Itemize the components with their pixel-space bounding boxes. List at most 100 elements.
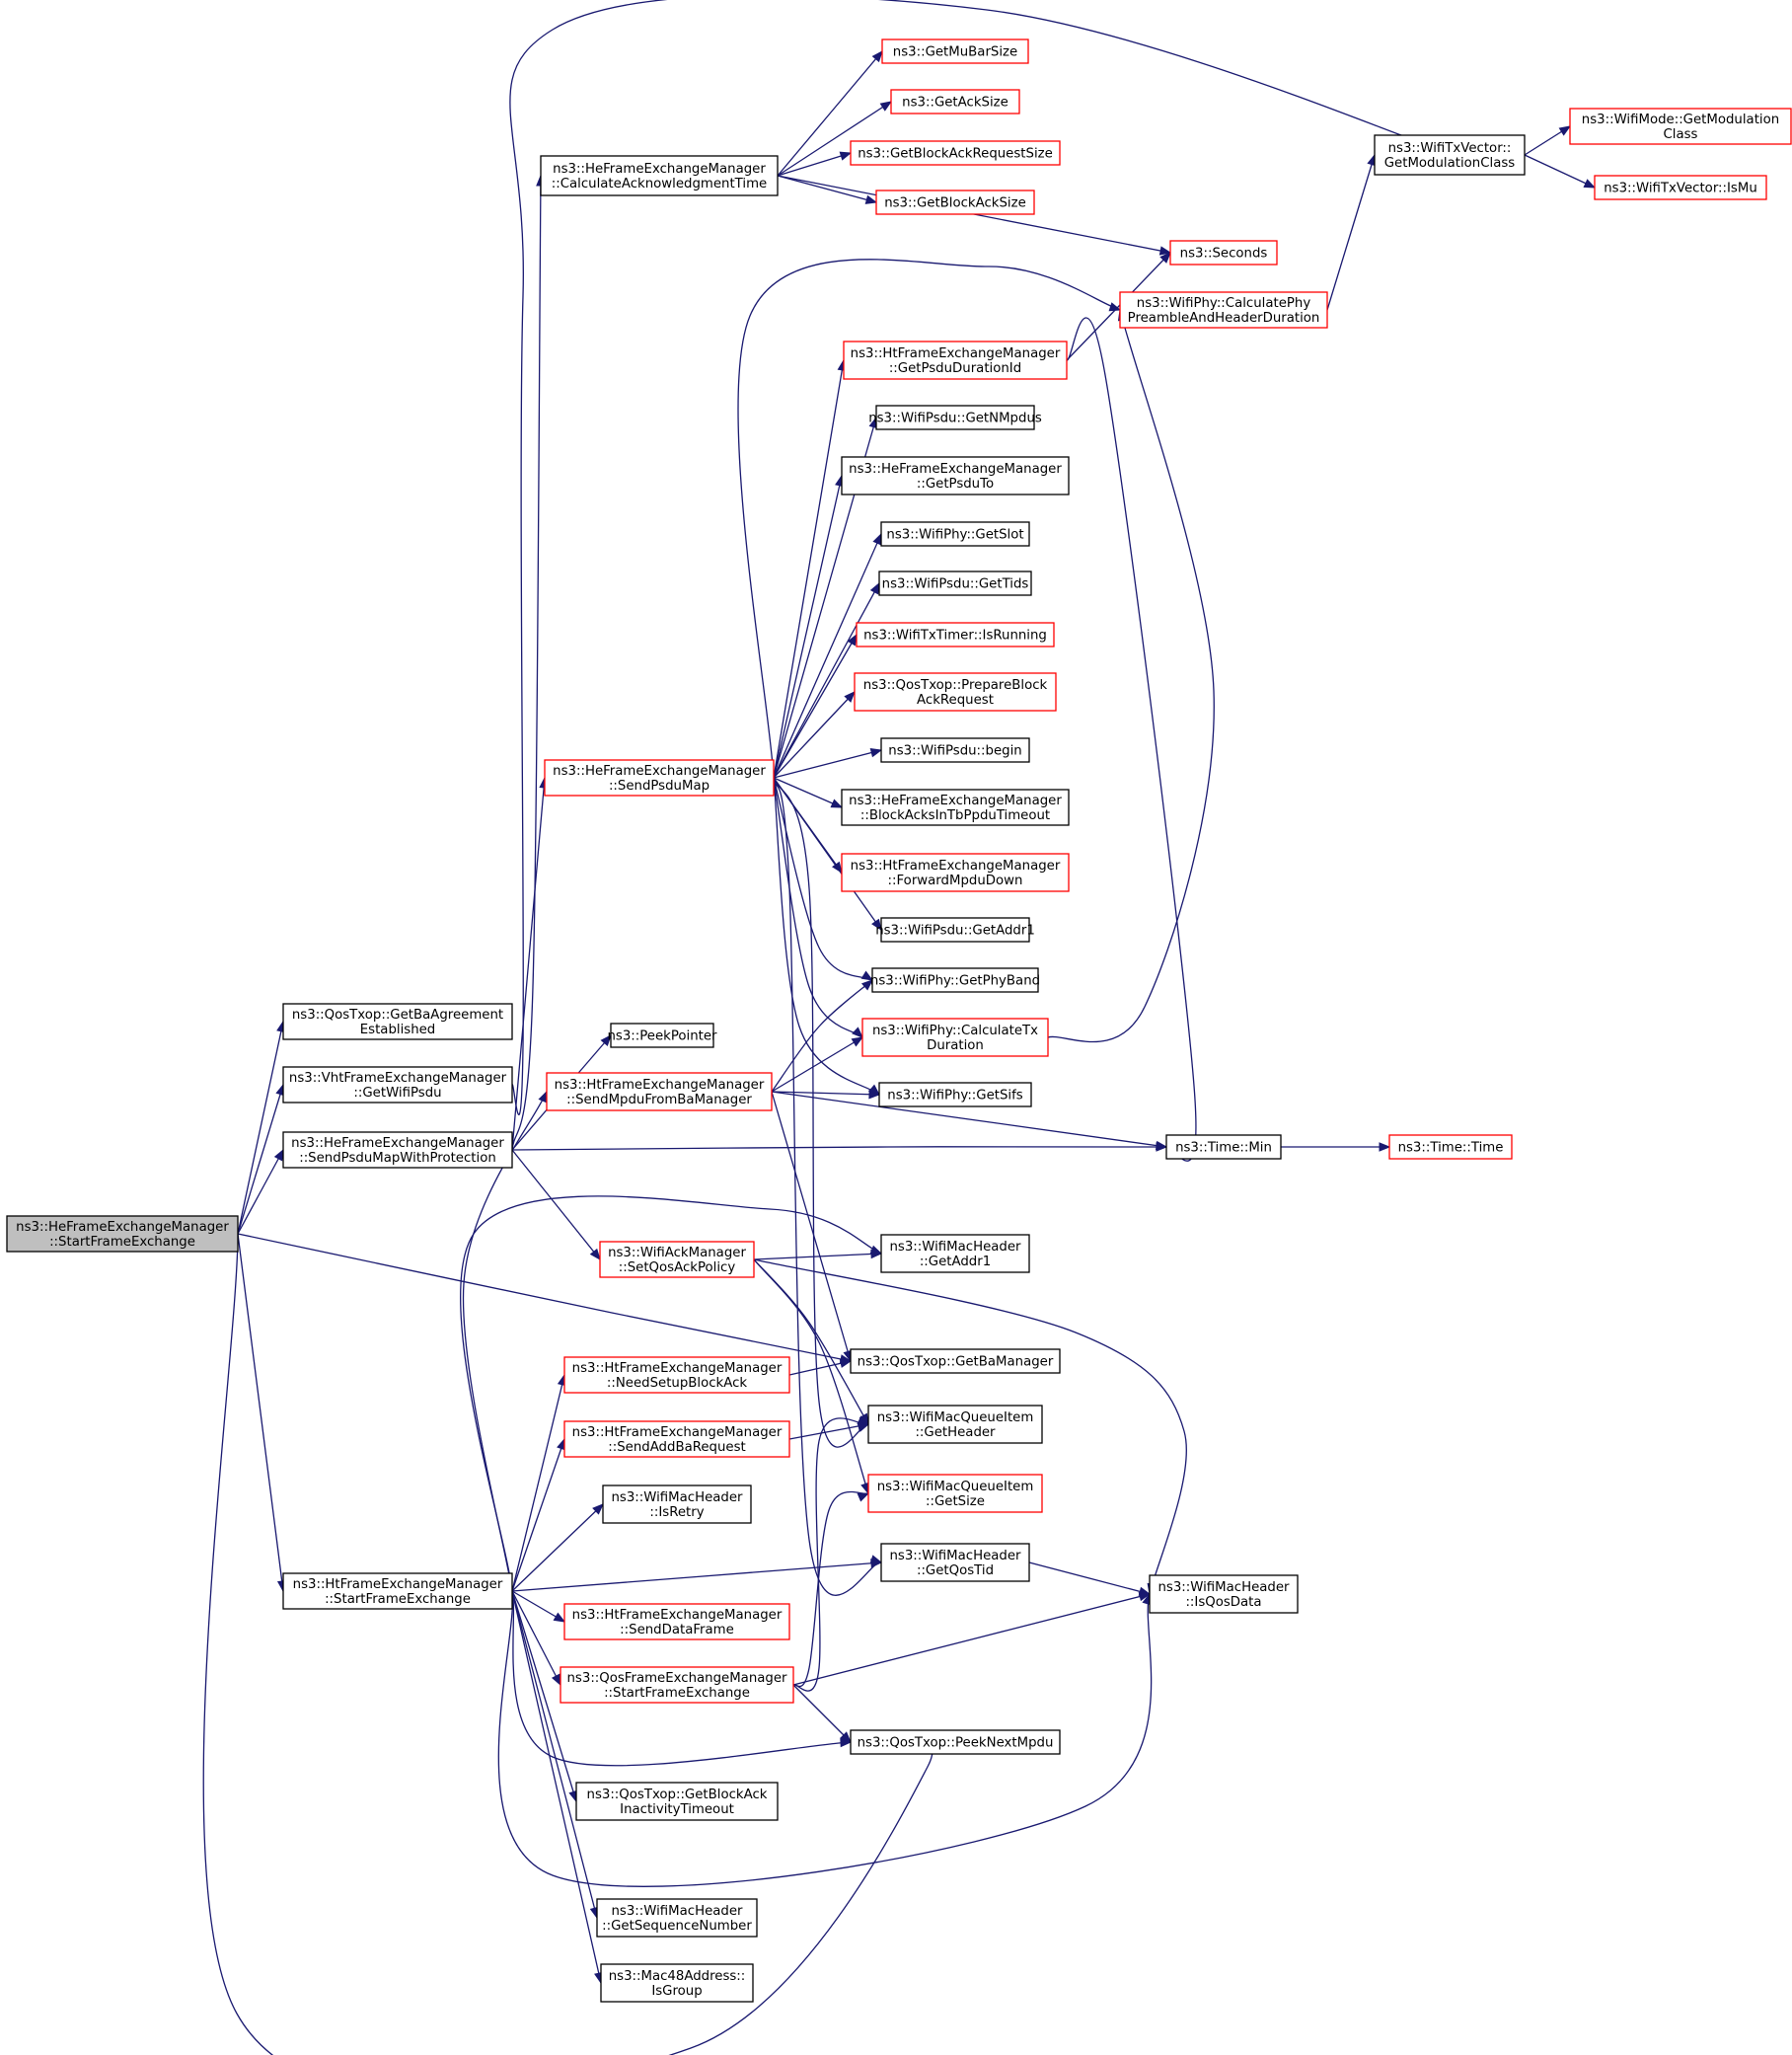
node-box-txv_ismu[interactable]	[1594, 175, 1767, 200]
node-getacksize[interactable]: ns3::GetAckSize	[890, 89, 1020, 114]
node-box-seconds[interactable]	[1169, 240, 1278, 266]
node-he_sendpsdumap[interactable]: ns3::HeFrameExchangeManager::SendPsduMap	[544, 759, 775, 797]
node-ht_getpsdudur[interactable]: ns3::HtFrameExchangeManager::GetPsduDura…	[843, 341, 1068, 380]
node-mac48_isgroup[interactable]: ns3::Mac48Address::IsGroup	[600, 1963, 754, 2003]
node-phy_getsifs[interactable]: ns3::WifiPhy::GetSifs	[878, 1082, 1032, 1107]
node-peekpointer[interactable]: ns3::PeekPointer	[607, 1023, 717, 1048]
node-box-he_calcack[interactable]	[540, 155, 779, 196]
node-ack_setqosackpolicy[interactable]: ns3::WifiAckManager::SetQosAckPolicy	[599, 1241, 755, 1278]
node-box-peekpointer[interactable]	[610, 1023, 714, 1048]
node-qos_startfe[interactable]: ns3::QosFrameExchangeManager::StartFrame…	[560, 1666, 794, 1704]
node-box-mac48_isgroup[interactable]	[600, 1963, 754, 2003]
node-box-psdu_getnmpdus[interactable]	[875, 405, 1035, 430]
node-box-getacksize[interactable]	[890, 89, 1020, 114]
node-he_baintbppdu[interactable]: ns3::HeFrameExchangeManager::BlockAcksIn…	[841, 789, 1070, 826]
node-phy_getphyband[interactable]: ns3::WifiPhy::GetPhyBand	[870, 967, 1040, 993]
node-box-mach_getaddr1[interactable]	[880, 1234, 1030, 1273]
node-getmubarsize[interactable]: ns3::GetMuBarSize	[881, 38, 1029, 64]
node-box-ht_fwdmpdu[interactable]	[841, 853, 1070, 892]
node-seconds[interactable]: ns3::Seconds	[1169, 240, 1278, 266]
node-phy_calcpreamble[interactable]: ns3::WifiPhy::CalculatePhyPreambleAndHea…	[1119, 291, 1328, 329]
node-box-he_sendpsdumapwp[interactable]	[282, 1131, 513, 1169]
node-box-getbasize[interactable]	[875, 190, 1035, 215]
node-box-ht_needsetupba[interactable]	[563, 1356, 790, 1394]
node-box-he_getpsduto[interactable]	[841, 456, 1070, 495]
node-mach_isqosdata[interactable]: ns3::WifiMacHeader::IsQosData	[1149, 1574, 1299, 1614]
node-box-ack_setqosackpolicy[interactable]	[599, 1241, 755, 1278]
node-vht_getwifipsdu[interactable]: ns3::VhtFrameExchangeManager::GetWifiPsd…	[282, 1066, 513, 1104]
node-getbasize[interactable]: ns3::GetBlockAckSize	[875, 190, 1035, 215]
node-box-ht_sendmpdufromba[interactable]	[546, 1072, 773, 1111]
node-mqi_getsize[interactable]: ns3::WifiMacQueueItem::GetSize	[867, 1474, 1043, 1513]
node-box-qos_getbaagr[interactable]	[282, 1003, 513, 1040]
node-box-mach_getqostid[interactable]	[880, 1543, 1030, 1582]
node-box-ht_sendaddba[interactable]	[563, 1420, 790, 1458]
node-box-getbarsize[interactable]	[850, 140, 1061, 166]
node-box-ht_getpsdudur[interactable]	[843, 341, 1068, 380]
node-ht_needsetupba[interactable]: ns3::HtFrameExchangeManager::NeedSetupBl…	[563, 1356, 790, 1394]
node-txv_ismu[interactable]: ns3::WifiTxVector::IsMu	[1594, 175, 1767, 200]
node-box-mach_getseq[interactable]	[596, 1898, 758, 1938]
node-mach_getseq[interactable]: ns3::WifiMacHeader::GetSequenceNumber	[596, 1898, 758, 1938]
node-getbarsize[interactable]: ns3::GetBlockAckRequestSize	[850, 140, 1061, 166]
node-ht_sendmpdufromba[interactable]: ns3::HtFrameExchangeManager::SendMpduFro…	[546, 1072, 773, 1111]
node-box-he_baintbppdu[interactable]	[841, 789, 1070, 826]
node-mqi_getheader[interactable]: ns3::WifiMacQueueItem::GetHeader	[867, 1405, 1043, 1444]
node-box-txtimer_isrunning[interactable]	[856, 622, 1055, 647]
node-qos_getbamgr[interactable]: ns3::QosTxop::GetBaManager	[850, 1348, 1061, 1374]
node-qos_getbainact[interactable]: ns3::QosTxop::GetBlockAckInactivityTimeo…	[575, 1782, 779, 1821]
node-box-qos_preparebar[interactable]	[854, 672, 1057, 712]
node-ht_senddata[interactable]: ns3::HtFrameExchangeManager::SendDataFra…	[563, 1603, 790, 1640]
node-ht_fwdmpdu[interactable]: ns3::HtFrameExchangeManager::ForwardMpdu…	[841, 853, 1070, 892]
node-he_sendpsdumapwp[interactable]: ns3::HeFrameExchangeManager::SendPsduMap…	[282, 1131, 513, 1169]
node-root[interactable]: ns3::HeFrameExchangeManager::StartFrameE…	[6, 1215, 239, 1253]
node-box-mqi_getsize[interactable]	[867, 1474, 1043, 1513]
node-box-time_min[interactable]	[1165, 1134, 1282, 1160]
node-box-mqi_getheader[interactable]	[867, 1405, 1043, 1444]
node-box-time_time[interactable]	[1388, 1134, 1513, 1160]
node-box-phy_getphyband[interactable]	[871, 967, 1039, 993]
node-box-mach_isqosdata[interactable]	[1149, 1574, 1299, 1614]
node-box-vht_getwifipsdu[interactable]	[282, 1066, 513, 1104]
node-box-phy_calctx[interactable]	[861, 1018, 1049, 1057]
node-ht_startfe[interactable]: ns3::HtFrameExchangeManager::StartFrameE…	[282, 1572, 513, 1610]
node-psdu_getnmpdus[interactable]: ns3::WifiPsdu::GetNMpdus	[868, 405, 1042, 430]
node-mach_getqostid[interactable]: ns3::WifiMacHeader::GetQosTid	[880, 1543, 1030, 1582]
node-box-qos_startfe[interactable]	[560, 1666, 794, 1704]
node-box-getmubarsize[interactable]	[881, 38, 1029, 64]
node-box-psdu_begin[interactable]	[880, 737, 1030, 763]
node-box-psdu_gettids[interactable]	[878, 571, 1032, 596]
node-box-phy_getsifs[interactable]	[878, 1082, 1032, 1107]
node-box-mode_getmodclass[interactable]	[1569, 108, 1792, 145]
node-qos_peeknext[interactable]: ns3::QosTxop::PeekNextMpdu	[850, 1729, 1061, 1755]
node-psdu_gettids[interactable]: ns3::WifiPsdu::GetTids	[878, 571, 1032, 596]
node-box-phy_calcpreamble[interactable]	[1119, 291, 1328, 329]
node-he_getpsduto[interactable]: ns3::HeFrameExchangeManager::GetPsduTo	[841, 456, 1070, 495]
node-box-psdu_getaddr1[interactable]	[880, 917, 1030, 943]
node-box-he_sendpsdumap[interactable]	[544, 759, 775, 797]
node-box-ht_senddata[interactable]	[563, 1603, 790, 1640]
node-box-root[interactable]	[6, 1215, 239, 1253]
node-box-qos_peeknext[interactable]	[850, 1729, 1061, 1755]
node-psdu_getaddr1[interactable]: ns3::WifiPsdu::GetAddr1	[875, 917, 1035, 943]
node-box-ht_startfe[interactable]	[282, 1572, 513, 1610]
node-psdu_begin[interactable]: ns3::WifiPsdu::begin	[880, 737, 1030, 763]
node-box-phy_getslot[interactable]	[880, 521, 1030, 547]
node-box-qos_getbamgr[interactable]	[850, 1348, 1061, 1374]
node-mach_isretry[interactable]: ns3::WifiMacHeader::IsRetry	[602, 1484, 752, 1524]
node-phy_getslot[interactable]: ns3::WifiPhy::GetSlot	[880, 521, 1030, 547]
node-time_min[interactable]: ns3::Time::Min	[1165, 1134, 1282, 1160]
node-mode_getmodclass[interactable]: ns3::WifiMode::GetModulationClass	[1569, 108, 1792, 145]
node-box-mach_isretry[interactable]	[602, 1484, 752, 1524]
node-txtimer_isrunning[interactable]: ns3::WifiTxTimer::IsRunning	[856, 622, 1055, 647]
node-he_calcack[interactable]: ns3::HeFrameExchangeManager::CalculateAc…	[540, 155, 779, 196]
node-mach_getaddr1[interactable]: ns3::WifiMacHeader::GetAddr1	[880, 1234, 1030, 1273]
node-box-txv_getmodclass[interactable]	[1374, 134, 1526, 176]
node-txv_getmodclass[interactable]: ns3::WifiTxVector::GetModulationClass	[1374, 134, 1526, 176]
node-time_time[interactable]: ns3::Time::Time	[1388, 1134, 1513, 1160]
node-box-qos_getbainact[interactable]	[575, 1782, 779, 1821]
node-ht_sendaddba[interactable]: ns3::HtFrameExchangeManager::SendAddBaRe…	[563, 1420, 790, 1458]
